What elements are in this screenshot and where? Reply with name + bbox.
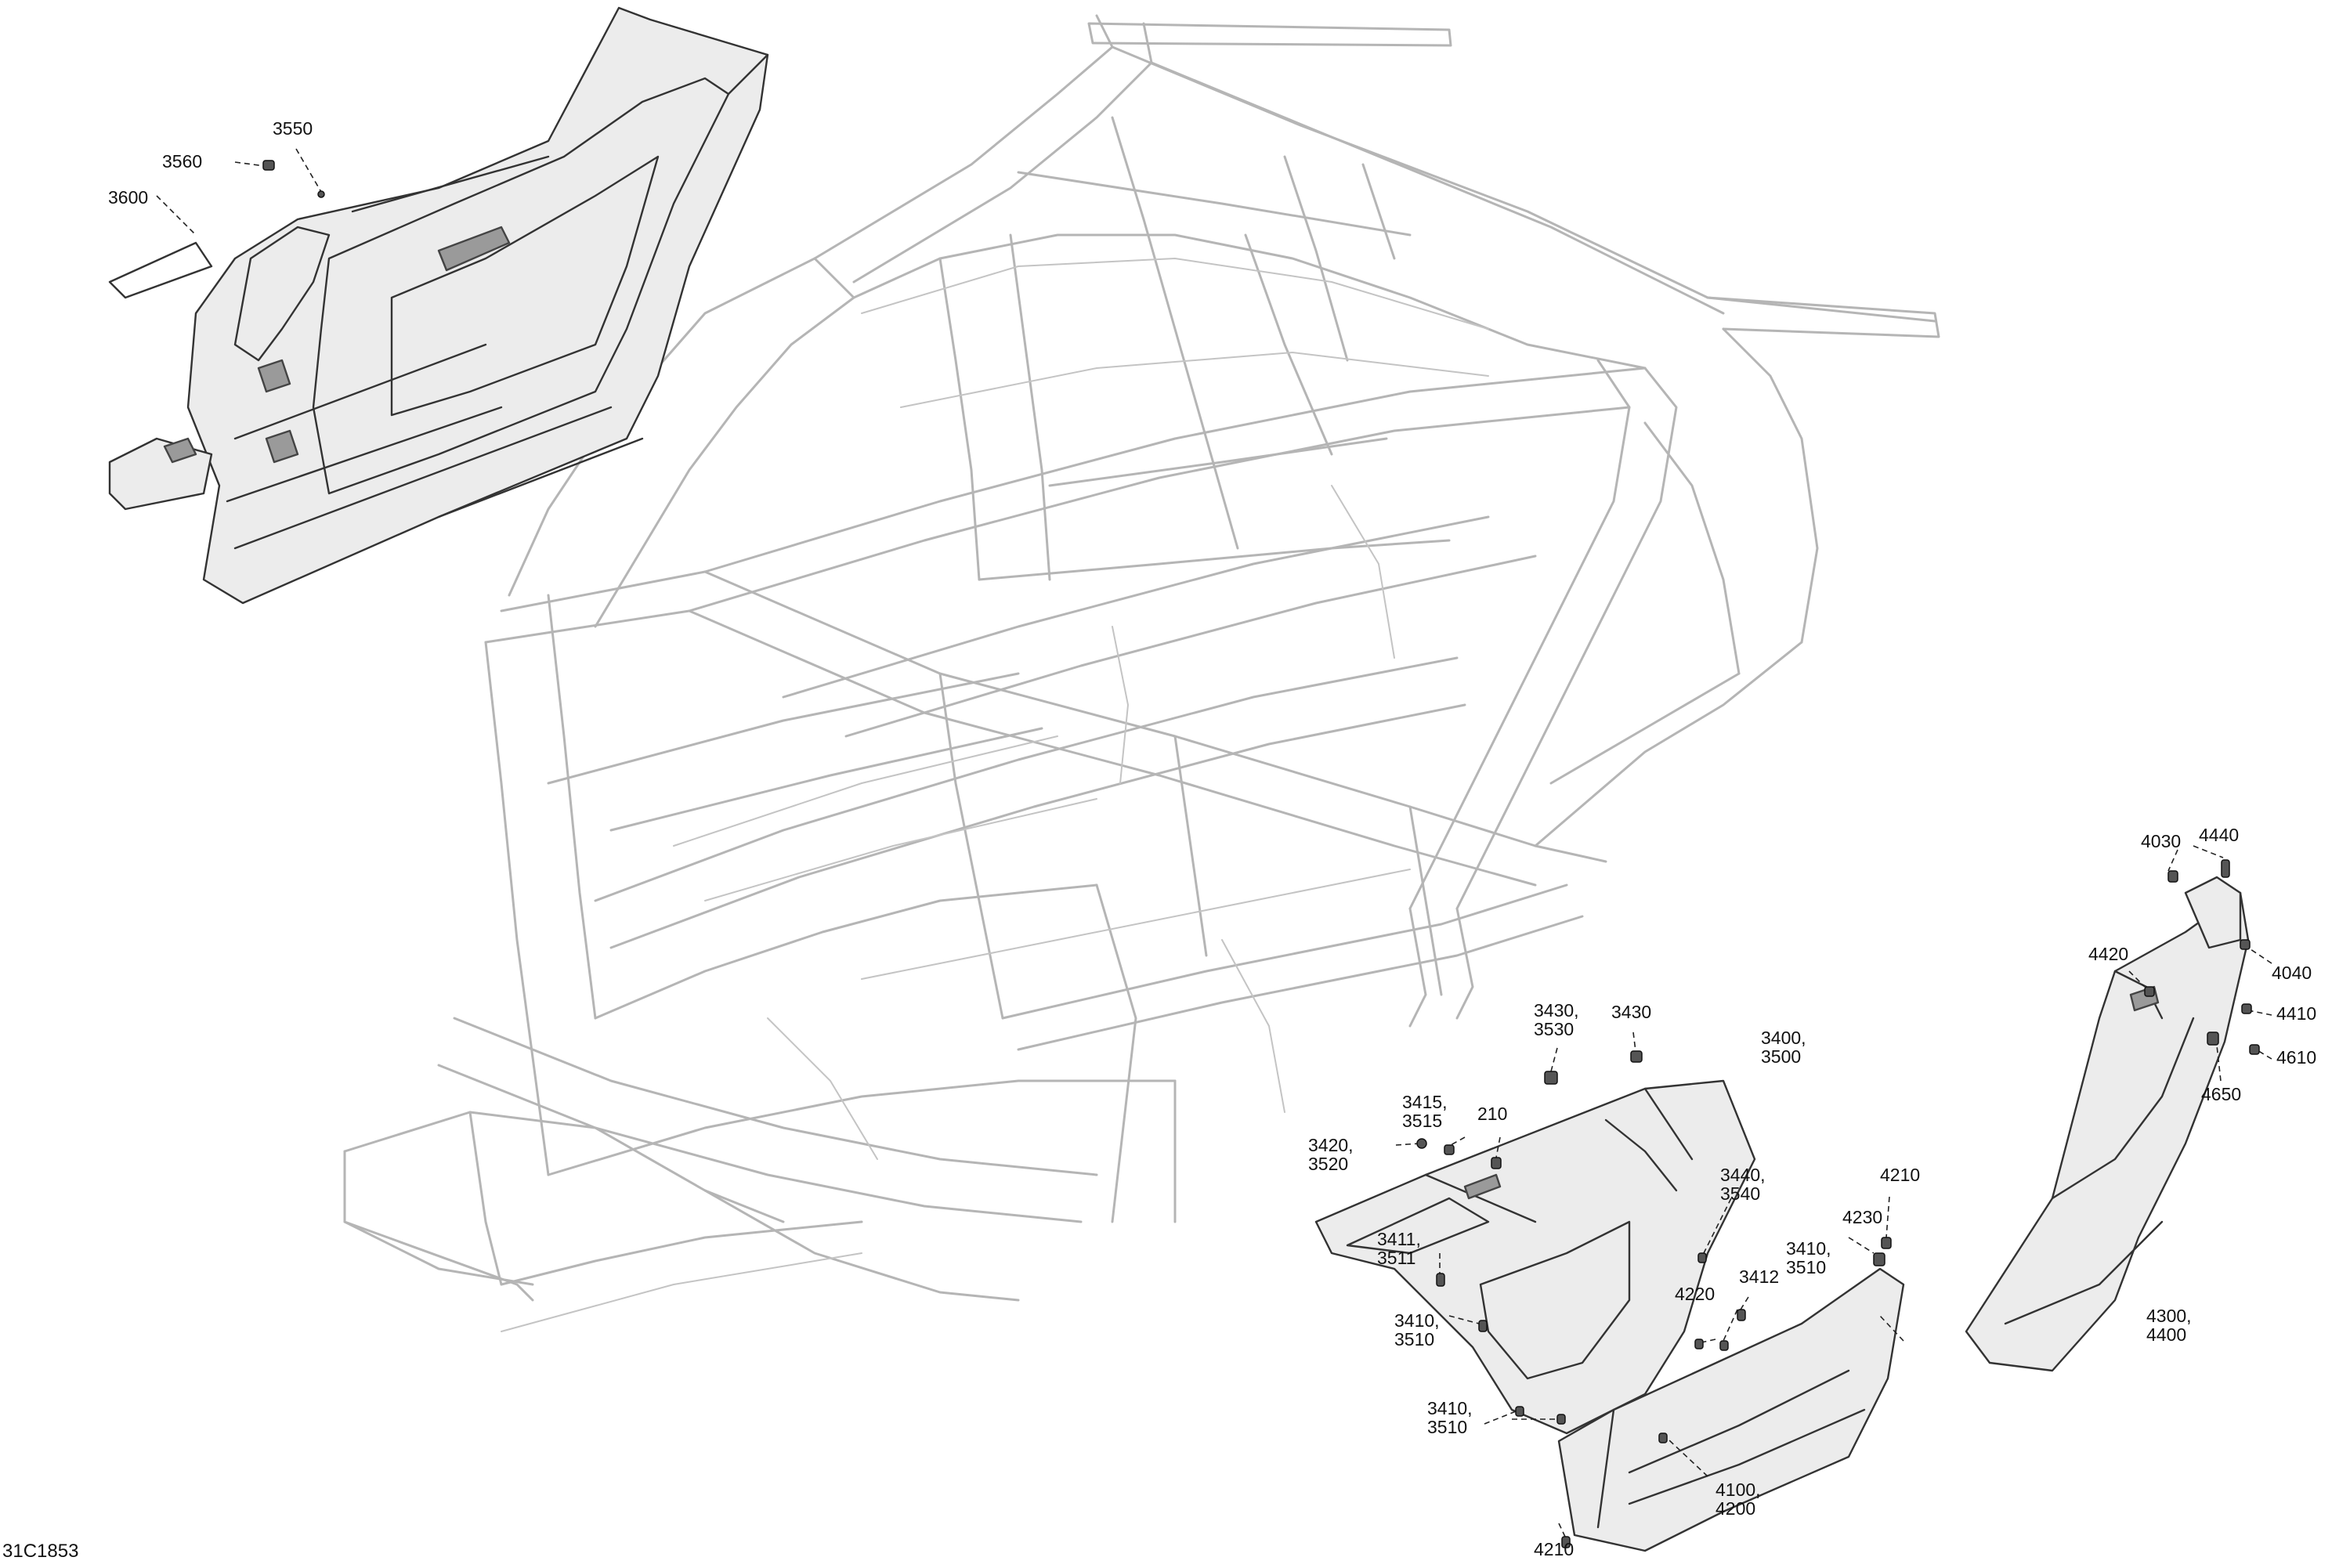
callout-3410-3510-c: 3410,3510: [1427, 1398, 1473, 1437]
callout-4230: 4230: [1842, 1207, 1882, 1227]
callout-3415-3515: 3415,3515: [1402, 1092, 1448, 1131]
callout-4220: 4220: [1675, 1284, 1715, 1304]
leader-lines: [156, 148, 2272, 1537]
front-door-panel: [108, 6, 769, 605]
callout-3412: 3412: [1739, 1266, 1779, 1287]
rear-side-panel: [1965, 876, 2250, 1372]
callout-3430: 3430: [1611, 1002, 1651, 1022]
callout-3600: 3600: [108, 187, 148, 208]
callout-4410: 4410: [2276, 1003, 2316, 1024]
callout-4030: 4030: [2141, 831, 2181, 851]
lower-rocker-panel: [1557, 1267, 1905, 1552]
callout-3410-3510-b: 3410,3510: [1394, 1310, 1440, 1349]
callout-4440: 4440: [2199, 825, 2239, 845]
callout-3440-3540: 3440,3540: [1720, 1165, 1766, 1204]
callout-labels: 3550 3560 3600 4030 4440 4420 4040 4410 …: [108, 118, 2316, 1559]
callout-4210-lower: 4210: [1534, 1539, 1574, 1559]
callout-210: 210: [1477, 1104, 1507, 1124]
callout-4420: 4420: [2088, 944, 2128, 964]
callout-3430-3530: 3430,3530: [1534, 1000, 1579, 1039]
callout-4100-4200: 4100,4200: [1716, 1479, 1761, 1519]
callout-3411-3511: 3411,3511: [1377, 1229, 1421, 1268]
callout-3550: 3550: [273, 118, 313, 139]
vehicle-frame: [343, 14, 1940, 1332]
callout-3560: 3560: [162, 151, 202, 172]
fasteners: [262, 160, 2260, 1548]
center-side-panel: [1314, 1079, 1756, 1435]
callout-4650: 4650: [2201, 1084, 2241, 1104]
callout-4040: 4040: [2272, 963, 2312, 983]
callout-4610: 4610: [2276, 1047, 2316, 1068]
callout-3400-3500: 3400,3500: [1761, 1028, 1806, 1067]
callout-3410-3510-a: 3410,3510: [1786, 1238, 1831, 1277]
diagram-reference-id: 31C1853: [2, 1541, 79, 1562]
callout-4210-upper: 4210: [1880, 1165, 1920, 1185]
callout-3420-3520: 3420,3520: [1308, 1135, 1354, 1174]
callout-4300-4400: 4300,4400: [2146, 1306, 2192, 1345]
